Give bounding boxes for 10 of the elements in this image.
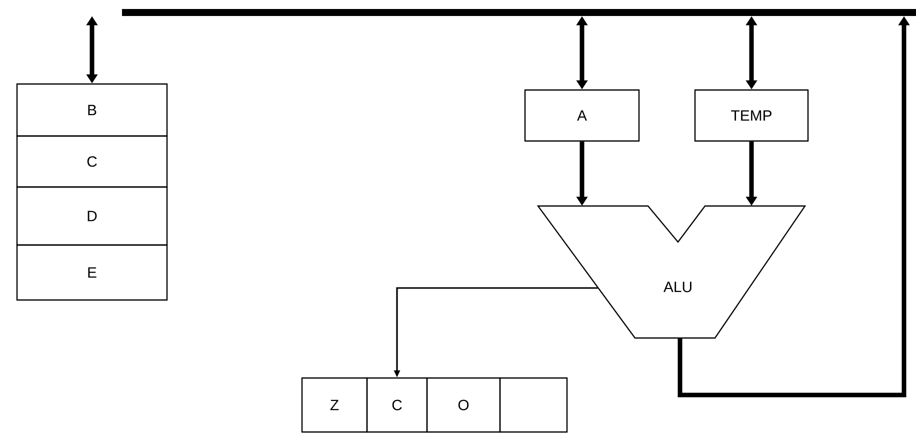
register-box: TEMP bbox=[694, 89, 809, 142]
register-cell: D bbox=[16, 186, 168, 246]
flag-cell bbox=[499, 377, 568, 433]
register-cell: C bbox=[16, 135, 168, 188]
flag-cell: C bbox=[366, 377, 428, 433]
register-cell: E bbox=[16, 244, 168, 301]
flag-cell: Z bbox=[301, 377, 368, 433]
register-cell: B bbox=[16, 83, 168, 137]
flag-cell: O bbox=[426, 377, 501, 433]
register-box: A bbox=[524, 89, 640, 142]
